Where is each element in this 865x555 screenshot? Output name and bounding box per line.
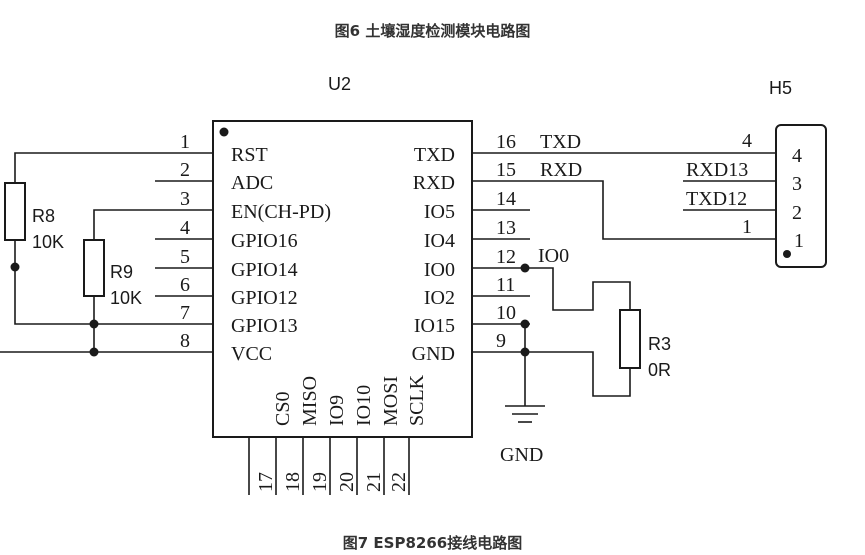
connector-pin1-marker	[783, 250, 791, 258]
left-pin-num-5: 5	[180, 246, 190, 268]
right-pin-label-io5: IO5	[424, 201, 455, 223]
junction-io15	[520, 319, 530, 329]
left-pin-num-7: 7	[180, 302, 190, 324]
right-pin-num-11: 11	[496, 274, 515, 296]
chip-ref: U2	[328, 74, 351, 94]
left-pin-num-6: 6	[180, 274, 190, 296]
figure-caption-bottom: 图7 ESP8266接线电路图	[342, 534, 523, 552]
right-pin-lines	[472, 152, 530, 353]
right-pin-num-12: 12	[496, 246, 516, 268]
bottom-pin-num-21: 21	[363, 472, 385, 492]
left-pin-lines	[155, 152, 213, 353]
left-pin-num-8: 8	[180, 330, 190, 352]
right-pin-num-15: 15	[496, 159, 516, 181]
resistor-r3	[619, 309, 641, 369]
bottom-pin-num-20: 20	[336, 472, 358, 492]
left-pin-num-1: 1	[180, 131, 190, 153]
bottom-pin-label-mosi: MOSI	[380, 376, 402, 426]
connector-wire-num-1: 1	[742, 216, 752, 238]
connector-pin-1: 1	[794, 230, 804, 252]
connector-h5	[775, 124, 827, 268]
left-pin-label-gpio12: GPIO12	[231, 287, 298, 309]
r8-ref: R8	[32, 206, 55, 226]
net-label-txd: TXD	[540, 131, 581, 153]
right-pin-num-10: 10	[496, 302, 516, 324]
serial-wiring	[530, 152, 776, 240]
right-pin-label-io0: IO0	[424, 259, 455, 281]
connector-pin-4: 4	[792, 145, 802, 167]
connector-wire-label-txd12: TXD12	[686, 188, 747, 210]
right-pin-num-13: 13	[496, 217, 516, 239]
junction-r8	[10, 262, 20, 272]
r3-ref: R3	[648, 334, 671, 354]
connector-wire-num-4: 4	[742, 130, 752, 152]
right-pin-num-16: 16	[496, 131, 516, 153]
connector-wire-label-rxd13: RXD13	[686, 159, 748, 181]
pin1-marker	[219, 127, 229, 137]
r9-ref: R9	[110, 262, 133, 282]
bottom-pin-num-18: 18	[282, 472, 304, 492]
net-label-io0: IO0	[538, 245, 569, 267]
left-pin-num-4: 4	[180, 217, 190, 239]
ground-label: GND	[500, 444, 543, 466]
right-pin-num-14: 14	[496, 188, 516, 210]
connector-ref: H5	[769, 78, 792, 98]
bottom-pin-label-cs0: CS0	[272, 392, 294, 426]
figure-caption-top: 图6 土壤湿度检测模块电路图	[334, 22, 531, 40]
right-pin-label-txd: TXD	[414, 144, 455, 166]
bottom-pin-label-miso: MISO	[299, 376, 321, 426]
junction-vcc	[89, 347, 99, 357]
bottom-pin-num-22: 22	[388, 472, 410, 492]
left-pin-label-en: EN(CH-PD)	[231, 201, 331, 223]
connector-pin-2: 2	[792, 202, 802, 224]
left-pin-label-adc: ADC	[231, 172, 273, 194]
left-pin-label-gpio14: GPIO14	[231, 259, 298, 281]
r9-value: 10K	[110, 288, 142, 308]
chip-body	[212, 120, 473, 438]
junction-gpio13	[89, 319, 99, 329]
right-pin-num-9: 9	[496, 330, 506, 352]
left-pin-label-gpio16: GPIO16	[231, 230, 298, 252]
bottom-pin-label-sclk: SCLK	[406, 374, 428, 426]
boot-wiring	[505, 267, 631, 423]
left-pin-label-gpio13: GPIO13	[231, 315, 298, 337]
bottom-pin-label-io9: IO9	[326, 395, 348, 426]
junction-gnd	[520, 347, 530, 357]
resistor-r9	[83, 239, 105, 297]
r3-value: 0R	[648, 360, 671, 380]
bottom-pin-num-17: 17	[255, 472, 277, 492]
right-pin-label-io15: IO15	[414, 315, 455, 337]
right-pin-label-io2: IO2	[424, 287, 455, 309]
bottom-pin-label-io10: IO10	[353, 385, 375, 426]
r8-value: 10K	[32, 232, 64, 252]
net-label-rxd: RXD	[540, 159, 582, 181]
left-pin-label-vcc: VCC	[231, 343, 272, 365]
junction-io0	[520, 263, 530, 273]
bottom-pin-lines	[248, 437, 410, 495]
right-pin-label-gnd: GND	[412, 343, 455, 365]
right-pin-label-io4: IO4	[424, 230, 455, 252]
left-pin-label-rst: RST	[231, 144, 268, 166]
left-pin-num-2: 2	[180, 159, 190, 181]
resistor-r8	[4, 182, 26, 241]
bottom-pin-num-19: 19	[309, 472, 331, 492]
right-pin-label-rxd: RXD	[413, 172, 455, 194]
connector-pin-3: 3	[792, 173, 802, 195]
left-pin-num-3: 3	[180, 188, 190, 210]
